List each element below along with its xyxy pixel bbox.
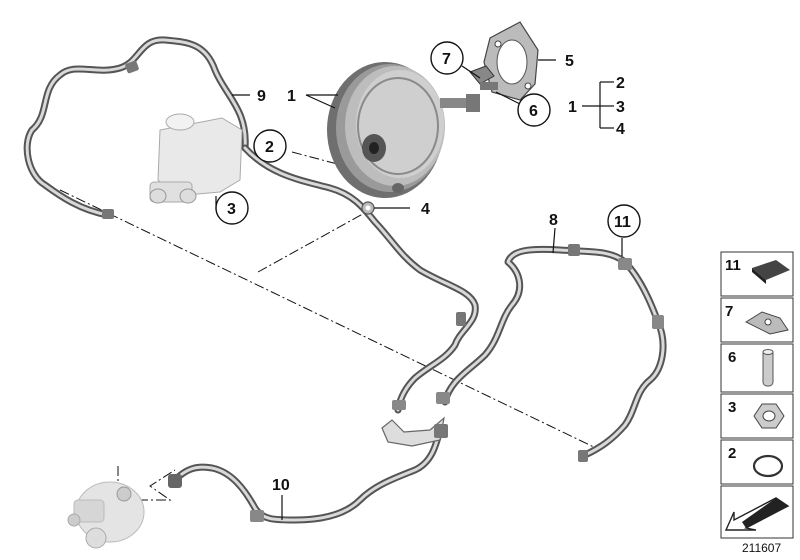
legend-number: 11	[725, 257, 741, 274]
parts-legend: 11 7 6 3	[720, 251, 794, 539]
direction-arrow-icon	[724, 497, 790, 531]
check-valve[interactable]	[381, 392, 450, 447]
gasket-pad-icon	[752, 260, 790, 284]
legend-item-3[interactable]: 3	[720, 393, 794, 439]
legend-item-11[interactable]: 11	[720, 251, 794, 297]
assembly-lines	[59, 151, 601, 501]
callout-11: 11	[614, 214, 631, 231]
legend-item-6[interactable]: 6	[720, 343, 794, 393]
legend-item-2[interactable]: 2	[720, 439, 794, 485]
vacuum-hose-8[interactable]	[441, 244, 667, 462]
callout-3: 3	[227, 201, 236, 218]
legend-number: 7	[725, 303, 733, 320]
callout-bracket-3: 3	[616, 99, 625, 116]
callout-labels: 1 2 3 4 5 6 7 8 9 10 11 1 2 3 4	[227, 51, 631, 494]
callout-bracket-1: 1	[568, 99, 577, 116]
callout-2: 2	[265, 139, 274, 156]
hex-nut-icon	[753, 403, 785, 429]
callout-bracket-4: 4	[616, 121, 625, 138]
clip-icon	[744, 311, 789, 335]
legend-number: 2	[728, 445, 736, 462]
legend-number: 3	[728, 399, 736, 416]
brake-booster[interactable]	[327, 62, 480, 198]
pin-icon	[762, 349, 774, 387]
vacuum-hose-9[interactable]	[23, 36, 249, 219]
vacuum-hose-10[interactable]	[168, 426, 444, 524]
leader-lines	[215, 59, 623, 520]
o-ring-icon	[752, 454, 784, 478]
callout-7: 7	[442, 51, 451, 68]
brake-fluid-reservoir[interactable]	[149, 113, 243, 204]
callout-4: 4	[421, 201, 430, 218]
diagram-reference-number: 211607	[742, 541, 781, 555]
callout-9: 9	[257, 88, 266, 105]
callout-1: 1	[287, 88, 296, 105]
legend-number: 6	[728, 349, 736, 366]
callout-bracket-2: 2	[616, 75, 625, 92]
callout-5: 5	[565, 53, 574, 70]
legend-item-7[interactable]: 7	[720, 297, 794, 343]
clip-7[interactable]	[469, 65, 498, 90]
legend-item-arrow	[720, 485, 794, 539]
vacuum-pump[interactable]	[67, 481, 145, 549]
gasket-5[interactable]	[483, 21, 539, 101]
callout-circles	[215, 41, 641, 238]
callout-6: 6	[529, 103, 538, 120]
vacuum-hose-main[interactable]	[241, 144, 479, 414]
callout-10: 10	[272, 477, 290, 494]
callout-8: 8	[549, 212, 558, 229]
washer-4[interactable]	[361, 201, 375, 215]
